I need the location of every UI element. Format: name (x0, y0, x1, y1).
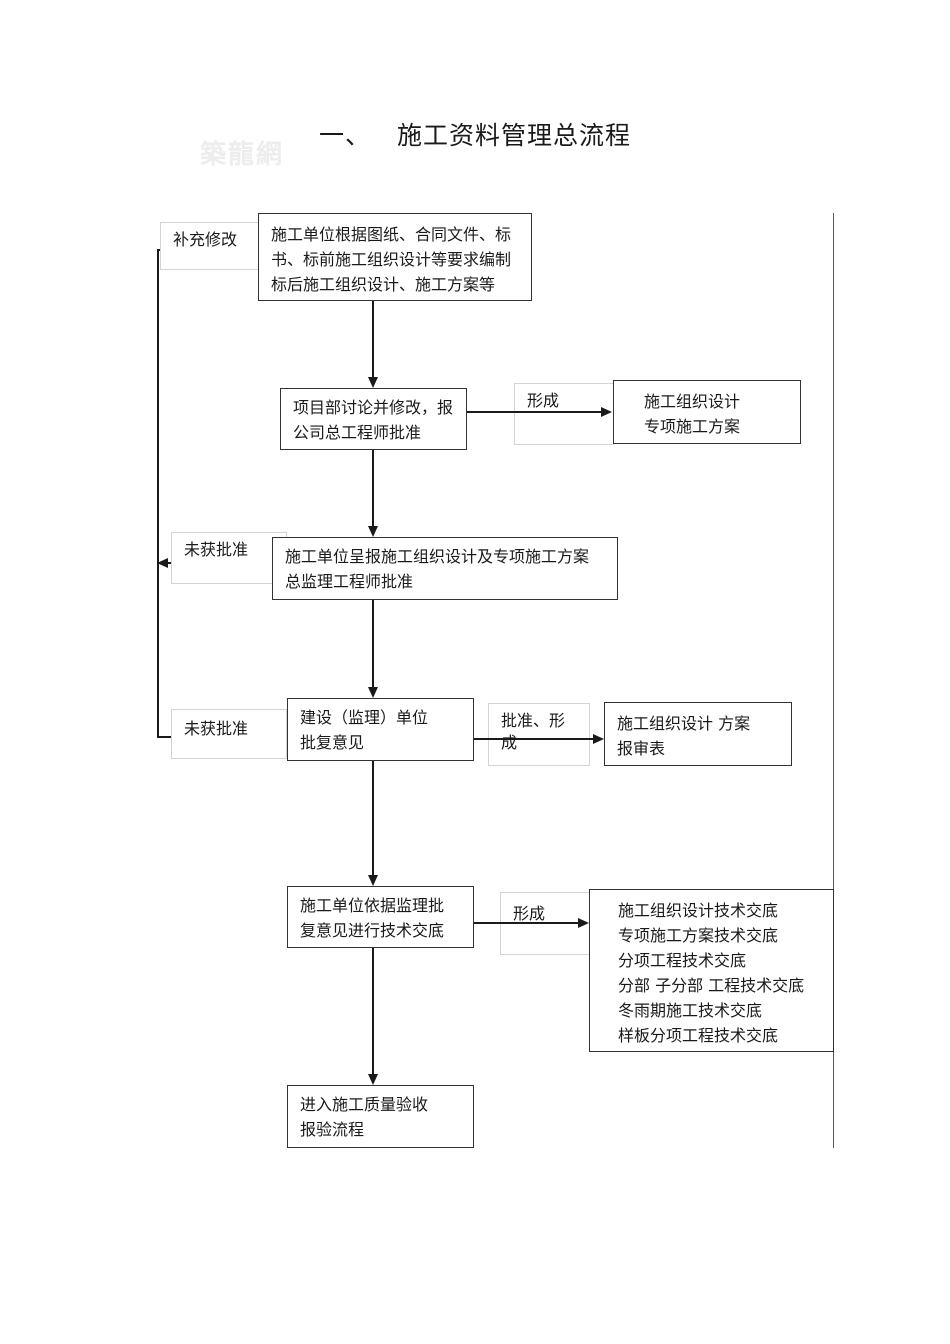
branch-arrow-3 (578, 918, 589, 928)
step-box-project-review: 项目部讨论并修改，报 公司总工程师批准 (280, 388, 467, 450)
label-not-approved-2: 未获批准 (171, 709, 287, 759)
branch-arrow-2 (593, 734, 604, 744)
flow-arrow-5 (368, 1074, 378, 1085)
title-number: 一、 (318, 121, 371, 150)
branch-line-2 (474, 738, 594, 740)
flow-arrow-2 (368, 526, 378, 537)
branch-line-3 (474, 922, 579, 924)
watermark: 築龍網 (200, 140, 285, 170)
step-box-owner-approval: 建设（监理）单位 批复意见 (287, 698, 474, 761)
flow-line-2 (372, 450, 374, 527)
step-box-quality-inspection: 进入施工质量验收 报验流程 (287, 1085, 474, 1148)
branch-line-1 (467, 411, 602, 413)
flow-arrow-1 (368, 377, 378, 388)
right-border-line (833, 213, 834, 1148)
branch-arrow-1 (601, 407, 612, 417)
step-box-tech-briefing: 施工单位依据监理批 复意见进行技术交底 (287, 886, 474, 948)
flow-line-4 (372, 761, 374, 876)
flow-arrow-3 (368, 687, 378, 698)
output-box-approval-form: 施工组织设计 方案 报审表 (604, 702, 792, 766)
label-supplement: 补充修改 (160, 222, 260, 270)
label-approve-form: 批准、形成 (488, 703, 590, 766)
step-box-compile-plan: 施工单位根据图纸、合同文件、标 书、标前施工组织设计等要求编制 标后施工组织设计… (258, 213, 532, 301)
label-form-1: 形成 (514, 383, 614, 445)
output-box-design-docs: 施工组织设计 专项施工方案 (613, 380, 801, 444)
output-box-briefing-list: 施工组织设计技术交底 专项施工方案技术交底 分项工程技术交底 分部 子分部 工程… (589, 889, 834, 1052)
reject-arrow-left (157, 558, 168, 568)
page-title: 一、施工资料管理总流程 (0, 116, 950, 152)
step-box-submit-supervisor: 施工单位呈报施工组织设计及专项施工方案 总监理工程师批准 (272, 537, 618, 600)
flow-line-1 (372, 301, 374, 378)
flow-line-5 (372, 948, 374, 1075)
feedback-loop-vertical (157, 249, 159, 738)
flow-line-3 (372, 600, 374, 688)
label-not-approved-1: 未获批准 (171, 532, 287, 584)
title-text: 施工资料管理总流程 (397, 121, 632, 150)
flow-arrow-4 (368, 875, 378, 886)
